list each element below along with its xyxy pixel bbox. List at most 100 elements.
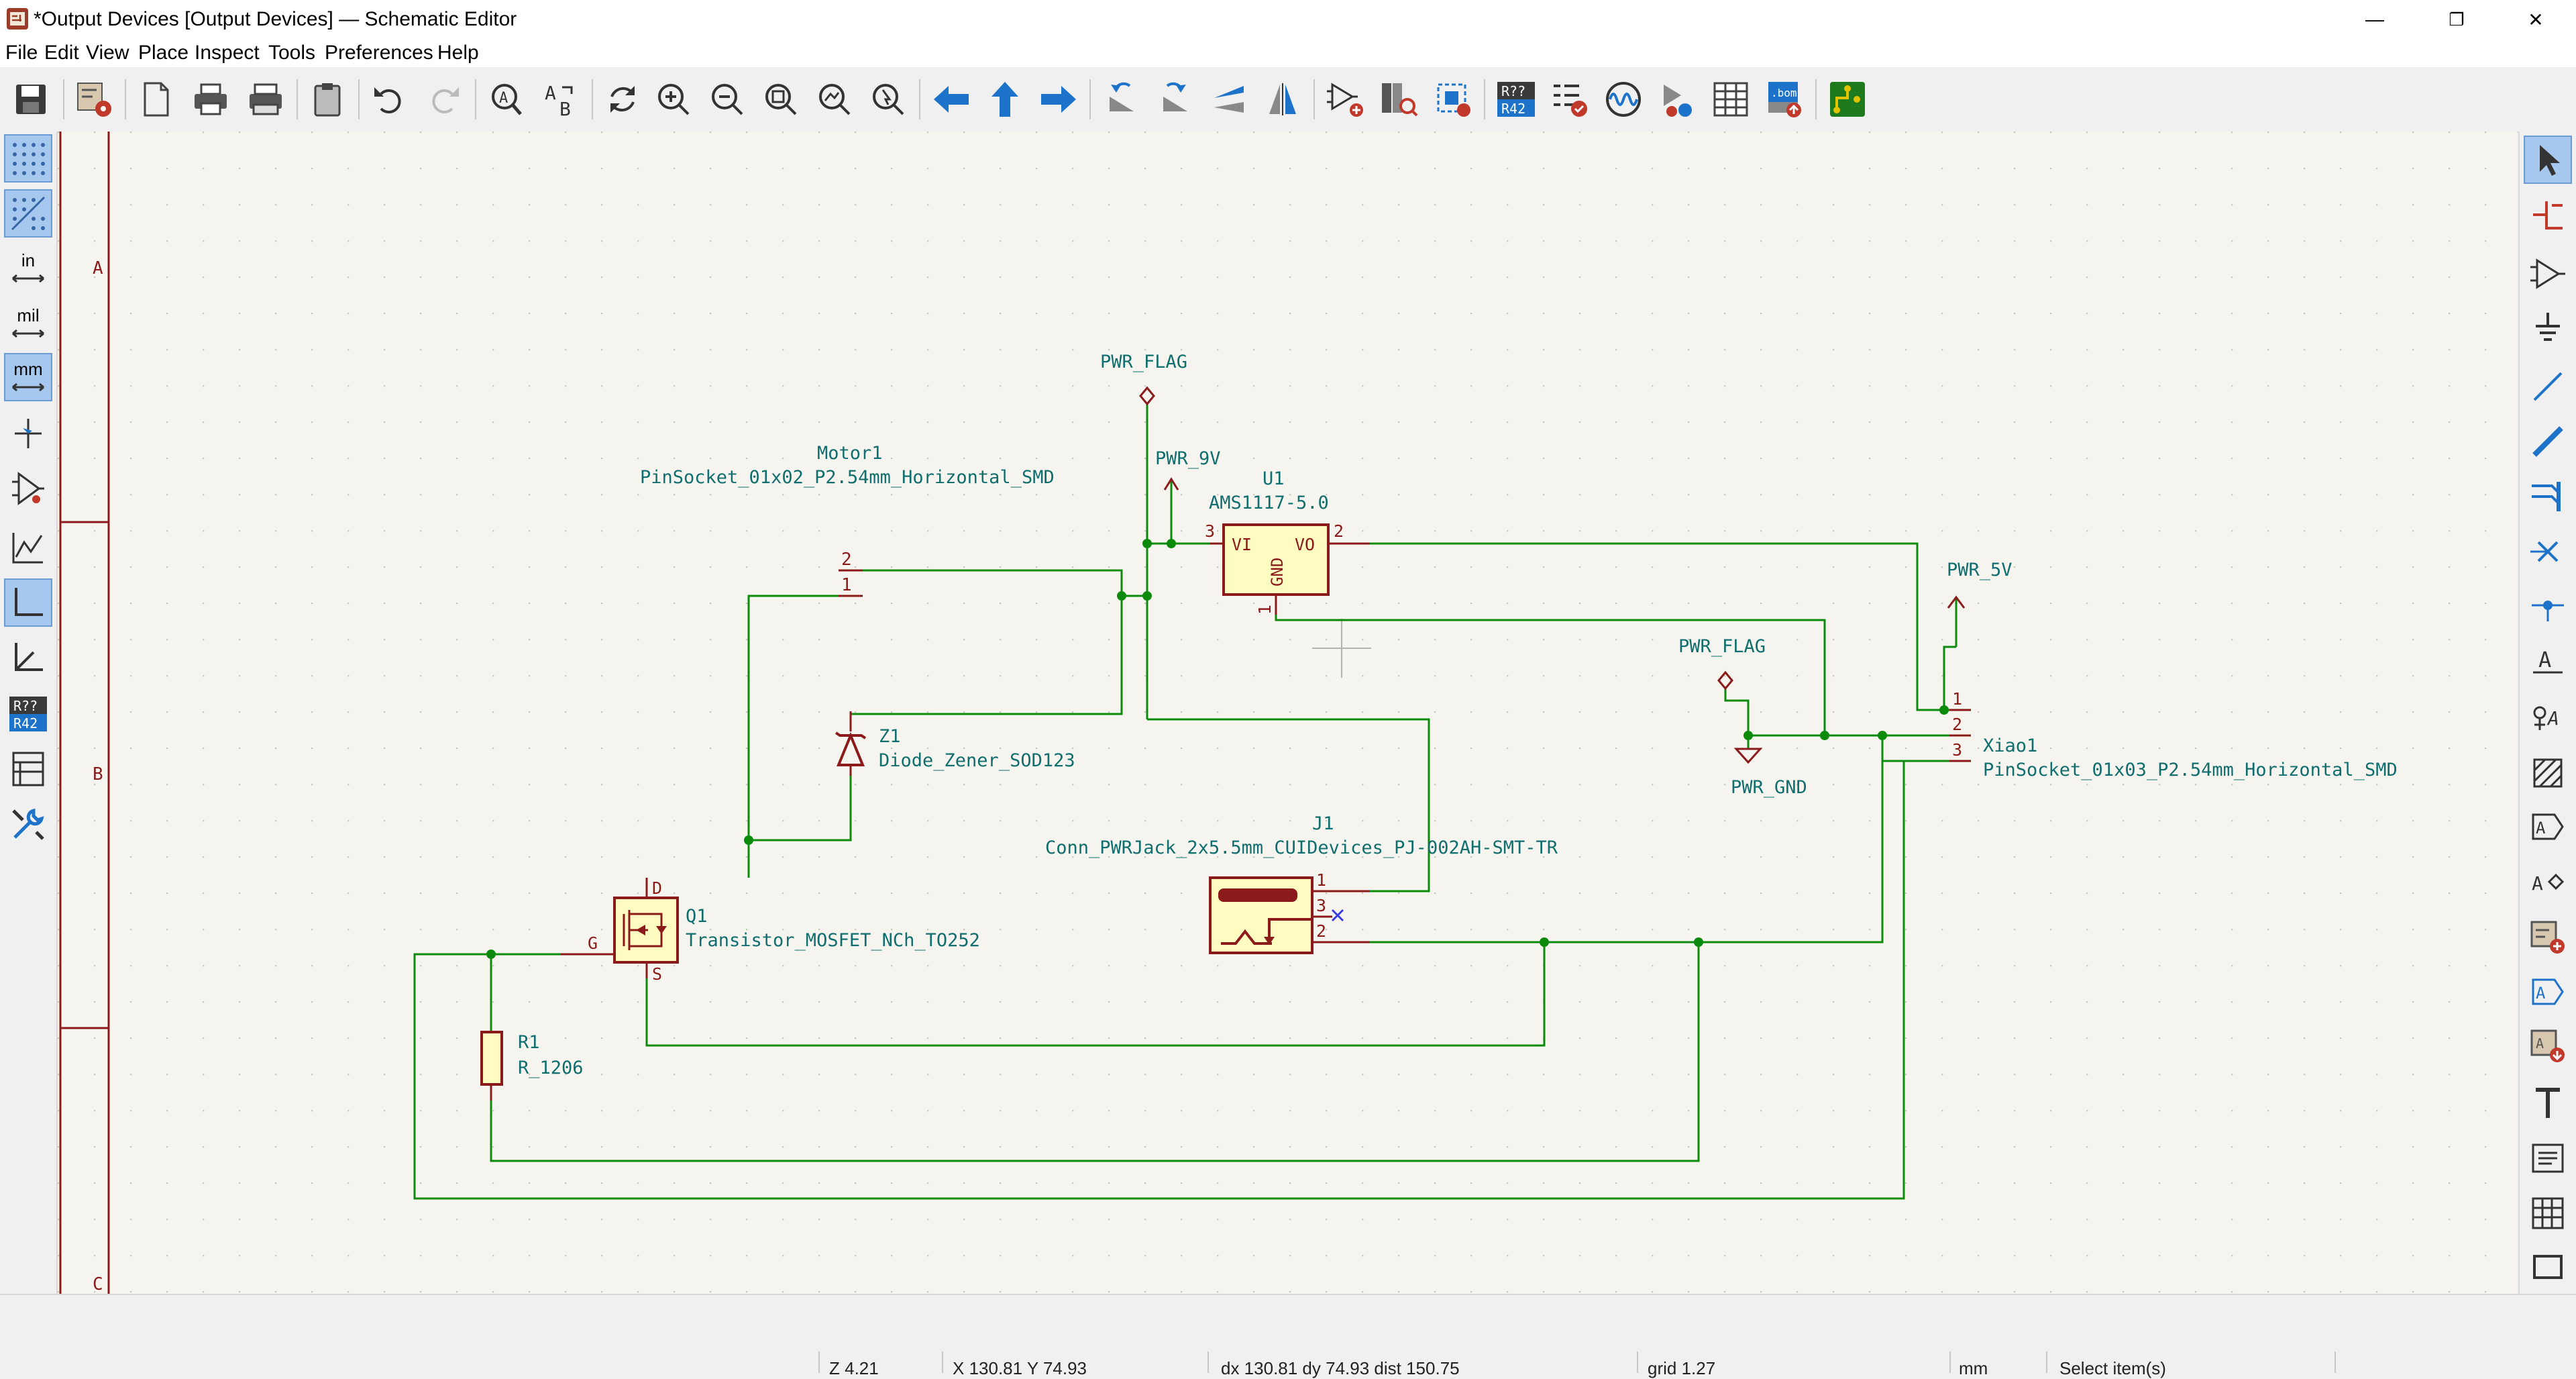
navigate-up-icon[interactable]: [981, 75, 1029, 123]
add-textbox-icon[interactable]: [2524, 1134, 2572, 1182]
pwr-gnd-symbol[interactable]: PWR_GND: [1731, 748, 1807, 798]
add-rule-area-icon[interactable]: [2524, 749, 2572, 797]
add-table-icon[interactable]: [2524, 1189, 2572, 1237]
zoom-objects-icon[interactable]: [810, 75, 859, 123]
add-wire-icon[interactable]: [2524, 362, 2572, 411]
add-hierarchical-label-icon[interactable]: A: [2524, 858, 2572, 906]
navigate-forward-icon[interactable]: [1034, 75, 1083, 123]
erc-icon[interactable]: [1546, 75, 1594, 123]
minimize-button[interactable]: —: [2365, 9, 2384, 30]
netlist-export-icon[interactable]: [1653, 75, 1701, 123]
page-settings-icon[interactable]: [131, 75, 180, 123]
units-inches-button[interactable]: in: [4, 244, 52, 293]
motor1-ref: Motor1: [817, 443, 883, 464]
j1-symbol[interactable]: 1 3 2 J1 Conn_PWRJack_2x5.5mm_CUIDevices…: [1045, 813, 1558, 954]
paste-icon[interactable]: [303, 75, 352, 123]
menu-inspect[interactable]: Inspect: [195, 42, 260, 64]
add-text-icon[interactable]: [2524, 1079, 2572, 1127]
status-grid: grid 1.27: [1648, 1358, 1716, 1378]
z1-symbol[interactable]: Z1 Diode_Zener_SOD123: [835, 711, 1075, 776]
rotate-ccw-icon[interactable]: [1097, 75, 1146, 123]
units-mm-button[interactable]: mm: [4, 353, 52, 401]
add-sheet-pin-icon[interactable]: A: [2524, 968, 2572, 1016]
q1-drain-label: D: [652, 878, 662, 898]
zoom-fit-icon[interactable]: [757, 75, 805, 123]
hidden-pins-icon[interactable]: [4, 464, 52, 513]
units-mils-button[interactable]: mil: [4, 299, 52, 348]
mirror-horizontal-icon[interactable]: [1258, 75, 1307, 123]
highlight-net-icon[interactable]: [2524, 191, 2572, 239]
menu-place[interactable]: Place: [138, 42, 189, 64]
line-mode-free-icon[interactable]: [4, 523, 52, 572]
bus-entry-icon[interactable]: [2524, 471, 2572, 519]
no-connect-icon[interactable]: [2524, 527, 2572, 576]
svg-text:A: A: [2536, 819, 2546, 837]
close-button[interactable]: ✕: [2528, 9, 2544, 30]
add-net-class-icon[interactable]: A: [2524, 693, 2572, 741]
import-sheet-pin-icon[interactable]: A: [2524, 1021, 2572, 1070]
redo-icon[interactable]: [420, 75, 468, 123]
pwr-flag-top[interactable]: PWR_FLAG: [1100, 352, 1187, 406]
pwr-flag-right[interactable]: PWR_FLAG: [1678, 636, 1766, 691]
add-bus-icon[interactable]: [2524, 417, 2572, 466]
pwr-flag-right-label: PWR_FLAG: [1678, 636, 1766, 657]
symbol-browser-icon[interactable]: [1375, 75, 1424, 123]
zoom-in-icon[interactable]: [649, 75, 698, 123]
add-junction-icon[interactable]: [2524, 581, 2572, 629]
add-power-icon[interactable]: [2524, 305, 2572, 353]
navigate-back-icon[interactable]: [927, 75, 975, 123]
properties-manager-icon[interactable]: [4, 800, 52, 848]
symbol-editor-icon[interactable]: [1322, 75, 1370, 123]
u1-symbol[interactable]: VI VO GND 3 2 1 U1 AMS1117-5.0: [1205, 468, 1370, 615]
refresh-icon[interactable]: [598, 75, 647, 123]
xiao1-symbol[interactable]: 1 2 3 Xiao1 PinSocket_01x03_P2.54mm_Hori…: [1949, 689, 2398, 780]
find-icon[interactable]: A: [482, 75, 530, 123]
menu-view[interactable]: View: [86, 42, 129, 64]
restore-button[interactable]: ❐: [2449, 9, 2465, 30]
pwr-9v-symbol[interactable]: PWR_9V: [1155, 448, 1221, 491]
schematic-canvas[interactable]: A B C: [58, 132, 2517, 1294]
xiao1-pin3-label: 3: [1952, 740, 1962, 760]
r1-symbol[interactable]: R1 R_1206: [480, 1031, 584, 1101]
mirror-vertical-icon[interactable]: [1205, 75, 1253, 123]
add-label-icon[interactable]: A: [2524, 637, 2572, 686]
hierarchy-navigator-icon[interactable]: [4, 745, 52, 793]
zoom-selection-icon[interactable]: [864, 75, 912, 123]
pcb-editor-icon[interactable]: [1823, 75, 1872, 123]
add-global-label-icon[interactable]: A: [2524, 803, 2572, 851]
line-mode-45-icon[interactable]: [4, 633, 52, 682]
menu-edit[interactable]: Edit: [44, 42, 79, 64]
undo-icon[interactable]: [365, 75, 413, 123]
simulator-icon[interactable]: [1599, 75, 1648, 123]
footprint-assign-icon[interactable]: [1429, 75, 1477, 123]
rotate-cw-icon[interactable]: [1151, 75, 1199, 123]
zoom-out-icon[interactable]: [703, 75, 751, 123]
grid-overrides-icon[interactable]: [4, 189, 52, 238]
line-mode-90-icon[interactable]: [4, 578, 52, 627]
menu-help[interactable]: Help: [437, 42, 479, 64]
motor1-symbol[interactable]: 2 1 Motor1 PinSocket_01x02_P2.54mm_Horiz…: [640, 443, 1055, 597]
pwr-5v-symbol[interactable]: PWR_5V: [1947, 560, 2012, 609]
add-sheet-icon[interactable]: [2524, 913, 2572, 961]
u1-value: AMS1117-5.0: [1209, 493, 1329, 513]
schematic-setup-icon[interactable]: [70, 75, 118, 123]
save-icon[interactable]: [7, 75, 55, 123]
print-icon[interactable]: [186, 75, 235, 123]
annotate-icon[interactable]: R??R42: [1492, 75, 1540, 123]
add-symbol-icon[interactable]: [2524, 250, 2572, 298]
annotate-left-icon[interactable]: R??R42: [4, 690, 52, 738]
u1-pin1-label: 1: [1255, 605, 1275, 615]
menu-tools[interactable]: Tools: [268, 42, 316, 64]
symbol-fields-table-icon[interactable]: [1707, 75, 1755, 123]
xiao1-pin2-label: 2: [1952, 715, 1962, 734]
cursor-crosshair-icon[interactable]: [4, 409, 52, 458]
plot-icon[interactable]: [241, 75, 290, 123]
add-rectangle-icon[interactable]: [2524, 1243, 2572, 1291]
q1-symbol[interactable]: D G S Q1 Transistor_MOSFET_NCh_TO252: [561, 878, 980, 984]
menu-file[interactable]: File: [5, 42, 38, 64]
menu-preferences[interactable]: Preferences: [325, 42, 433, 64]
bom-export-icon[interactable]: .bom: [1760, 75, 1809, 123]
grid-toggle-icon[interactable]: [4, 134, 52, 183]
select-tool-icon[interactable]: [2524, 136, 2572, 184]
